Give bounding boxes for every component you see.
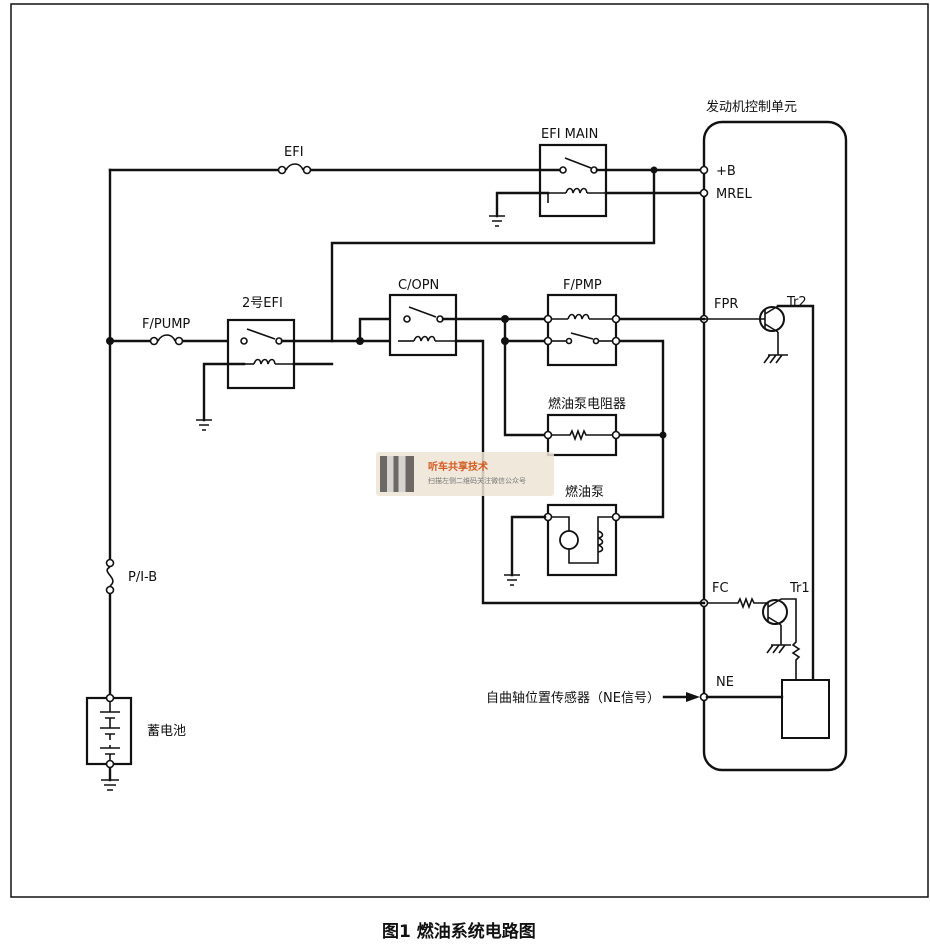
ecu-pin-ne: NE [716,675,734,690]
ecu-title: 发动机控制单元 [706,99,797,115]
ecu-logic-block [705,679,830,739]
figure-caption: 图1 燃油系统电路图 [382,921,536,942]
efi2-relay: 2号EFI [196,296,362,431]
fuel-pump-resistor: 燃油泵电阻器 [543,396,667,519]
tr1-label: Tr1 [789,581,810,596]
watermark-title: 听车共享技术 [428,462,488,473]
watermark-subtitle: 扫描左侧二维码关注微信公众号 [428,477,526,485]
efi-main-label: EFI MAIN [541,127,598,142]
ecu-pins: +B MREL FPR FC NE [699,164,752,702]
tr2-transistor: Tr2 [704,295,815,682]
tr2-label: Tr2 [786,295,807,310]
battery-label: 蓄电池 [147,724,186,739]
ecu-pin-b: +B [716,164,736,179]
ecu-pin-mrel: MREL [716,187,752,202]
fpump-fuse-label: F/PUMP [142,317,190,332]
qr-code-icon [380,456,414,492]
fpmp-relay: F/PMP [501,278,706,437]
arrow-right-icon [686,692,700,702]
fuel-pump: 燃油泵 [504,484,621,586]
pump-label: 燃油泵 [565,484,604,500]
ecu-pin-fpr: FPR [714,297,738,312]
efi-main-relay: EFI MAIN [330,127,706,343]
tr1-transistor: Tr1 [707,581,810,680]
battery: 蓄电池 [85,693,186,791]
ne-signal-label: 自曲轴位置传感器（NE信号） [486,690,660,706]
fpmp-label: F/PMP [563,278,602,293]
resistor-label: 燃油泵电阻器 [548,396,626,412]
fpump-fuse: F/PUMP [106,317,234,346]
ne-signal-input: 自曲轴位置传感器（NE信号） [486,690,700,706]
copn-relay: C/OPN [356,278,706,605]
pib-fusible-link: P/I-B [105,558,157,595]
copn-label: C/OPN [398,278,439,293]
efi-fuse-label: EFI [284,145,304,160]
efi2-label: 2号EFI [242,296,283,311]
ecu-box [702,120,848,772]
ecu-pin-fc: FC [712,581,729,596]
pump-motor-icon [559,530,579,550]
diagram-frame [10,3,929,898]
pib-label: P/I-B [128,570,157,585]
watermark-banner: 听车共享技术 扫描左侧二维码关注微信公众号 [376,452,554,496]
efi-fuse: EFI [108,145,544,175]
